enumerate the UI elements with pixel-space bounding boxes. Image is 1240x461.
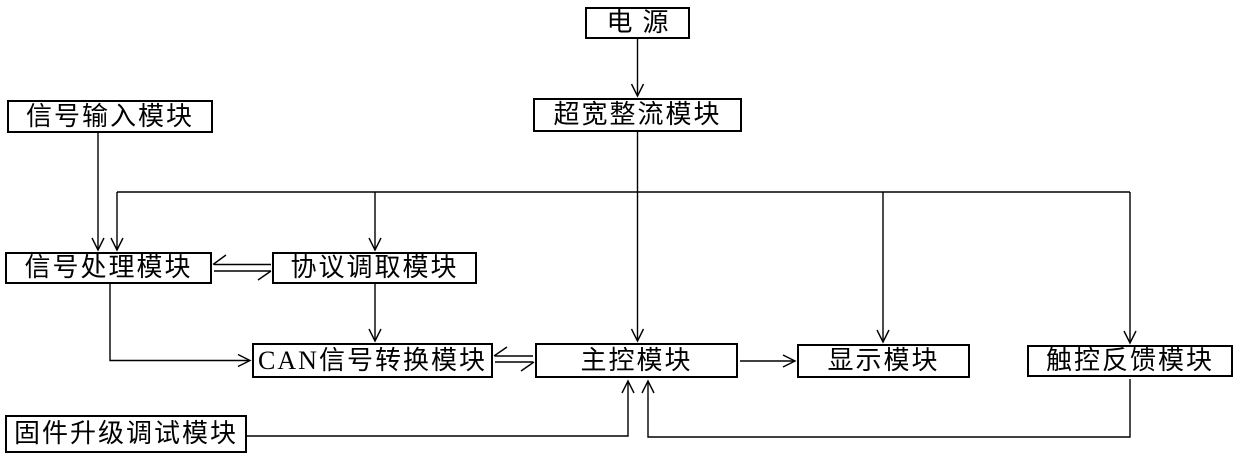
node-can-convert: CAN信号转换模块 bbox=[252, 343, 493, 378]
edge-touch-main bbox=[641, 379, 1131, 438]
node-display-label: 显示模块 bbox=[827, 346, 940, 375]
edge-processing-can bbox=[109, 284, 252, 368]
node-firmware-debug-label: 固件升级调试模块 bbox=[13, 419, 238, 448]
edge-can-main-double bbox=[493, 346, 535, 372]
node-touch-feedback-label: 触控反馈模块 bbox=[1045, 346, 1214, 375]
edge-processing-protocol-double bbox=[212, 254, 272, 281]
node-signal-processing: 信号处理模块 bbox=[5, 252, 212, 284]
node-protocol-fetch: 协议调取模块 bbox=[272, 252, 477, 284]
node-power: 电源 bbox=[585, 7, 690, 39]
node-protocol-fetch-label: 协议调取模块 bbox=[290, 253, 459, 282]
node-display: 显示模块 bbox=[797, 344, 970, 378]
node-power-label: 电源 bbox=[606, 8, 679, 37]
edge-firmware-main bbox=[247, 379, 635, 437]
node-signal-input: 信号输入模块 bbox=[7, 100, 213, 133]
node-signal-processing-label: 信号处理模块 bbox=[24, 253, 193, 282]
node-main-control: 主控模块 bbox=[535, 343, 738, 378]
node-rectifier: 超宽整流模块 bbox=[533, 98, 742, 132]
node-main-control-label: 主控模块 bbox=[580, 345, 693, 375]
node-rectifier-label: 超宽整流模块 bbox=[553, 100, 722, 129]
node-touch-feedback: 触控反馈模块 bbox=[1027, 345, 1233, 377]
node-firmware-debug: 固件升级调试模块 bbox=[5, 415, 247, 453]
node-can-convert-label: CAN信号转换模块 bbox=[258, 345, 487, 375]
node-signal-input-label: 信号输入模块 bbox=[25, 101, 194, 131]
